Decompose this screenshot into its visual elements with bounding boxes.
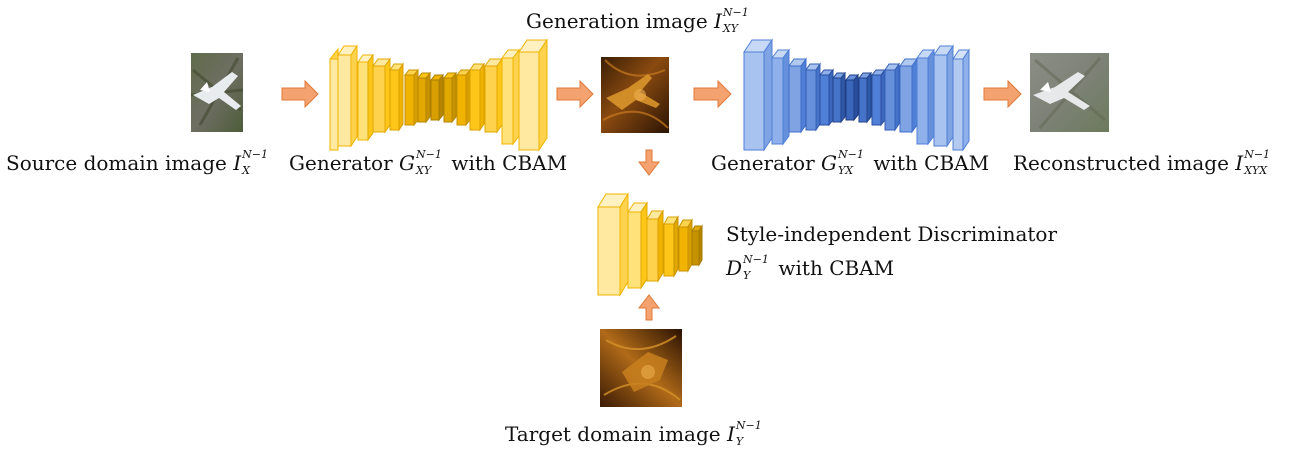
layer-block (678, 218, 693, 273)
layer-block (899, 57, 918, 134)
layer-block (357, 53, 374, 142)
layer-block (442, 71, 458, 124)
layer-block (743, 38, 773, 152)
discriminator-network (597, 192, 703, 297)
layer-block (805, 62, 821, 132)
layer-block (771, 48, 790, 146)
layer-block (884, 62, 900, 132)
layer-block (455, 68, 472, 127)
layer-block (818, 68, 835, 127)
source-domain-image (190, 53, 244, 132)
layer-block (372, 57, 391, 134)
flow-arrow-up (637, 294, 661, 321)
layer-block (403, 68, 420, 127)
layer-block (663, 215, 679, 278)
layer-block (844, 73, 860, 122)
flow-arrow (556, 79, 594, 109)
layer-block (416, 71, 432, 124)
generator-xy-network (329, 38, 548, 152)
reconstructed-image (1030, 53, 1109, 132)
flow-arrow (693, 79, 732, 109)
layer-block (501, 48, 520, 146)
layer-block (952, 48, 970, 152)
generation-image (601, 57, 669, 133)
layer-block (484, 57, 503, 134)
flow-arrow-down (637, 149, 661, 176)
layer-block (389, 62, 404, 132)
flow-arrow (983, 79, 1022, 109)
layer-block (788, 57, 807, 134)
layer-block (518, 38, 548, 152)
layer-block (916, 48, 935, 146)
layer-block (469, 62, 485, 132)
layer-block (597, 192, 629, 297)
layer-block (691, 224, 703, 267)
layer-block (933, 44, 954, 148)
layer-block (429, 73, 445, 122)
target-domain-image (600, 329, 682, 407)
layer-block (627, 201, 648, 290)
layer-block (329, 47, 339, 152)
generator-yx-network (743, 38, 970, 152)
layer-block (857, 71, 873, 124)
layer-block (831, 71, 847, 124)
flow-arrow (281, 79, 319, 109)
layer-block (870, 68, 887, 127)
layer-block (337, 44, 358, 148)
discriminator-label: Style-independent Discriminator (726, 222, 1058, 246)
layer-block (646, 209, 664, 283)
